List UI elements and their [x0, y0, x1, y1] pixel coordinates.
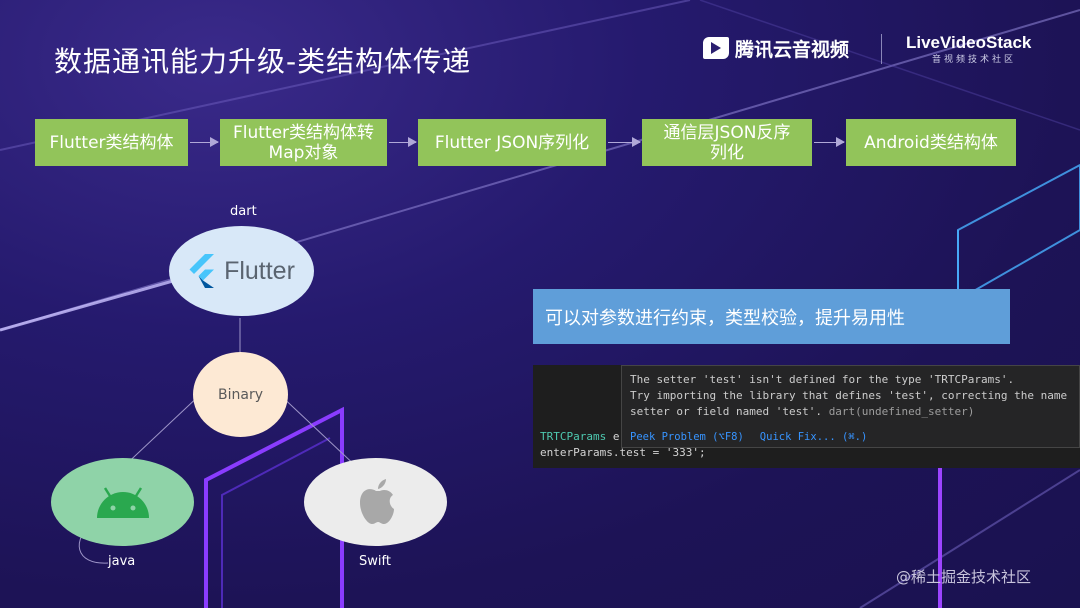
tencent-brand: 腾讯云音视频: [703, 34, 849, 62]
watermark: @稀土掘金技术社区: [896, 568, 1032, 586]
slide-title: 数据通讯能力升级-类结构体传递: [54, 45, 472, 78]
error-tooltip: The setter 'test' isn't defined for the …: [621, 365, 1080, 448]
code-type-token: TRTCParams: [540, 430, 607, 443]
quick-fix-link[interactable]: Quick Fix... (⌘.): [759, 431, 868, 443]
tooltip-actions: Peek Problem (⌥F8) Quick Fix... (⌘.): [630, 429, 1071, 445]
callout-box: 可以对参数进行约束，类型校验，提升易用性: [533, 289, 1010, 344]
brand-secondary-text: LiveVideoStack: [906, 33, 1032, 52]
brand-divider: [881, 34, 882, 64]
flow-step-5: Android类结构体: [846, 119, 1016, 166]
code-line-1-rest: e: [606, 430, 620, 443]
tooltip-rule-code: dart(undefined_setter): [828, 405, 975, 418]
flow-arrow-2: [389, 137, 417, 147]
java-label: java: [108, 554, 136, 569]
flutter-logo-icon: [189, 254, 215, 288]
tooltip-line-2: Try importing the library that defines '…: [630, 389, 1068, 402]
flow-step-3: Flutter JSON序列化: [418, 119, 606, 166]
android-icon: [96, 487, 149, 518]
code-line-1: TRTCParams e: [540, 430, 619, 443]
flutter-oval: Flutter: [169, 226, 314, 316]
tencent-logo-icon: [703, 37, 729, 59]
brand-secondary-sub: 音视频技术社区: [932, 55, 1017, 65]
flow-arrow-1: [190, 137, 219, 147]
apple-icon: [359, 479, 394, 524]
flow-step-1: Flutter类结构体: [35, 119, 188, 166]
flutter-logo-text: Flutter: [224, 256, 295, 285]
flow-arrow-4: [814, 137, 845, 147]
swift-oval: [304, 458, 447, 546]
android-oval: [51, 458, 194, 546]
binary-oval: Binary: [193, 352, 288, 437]
flow-step-2: Flutter类结构体转Map对象: [220, 119, 387, 166]
dart-label: dart: [230, 204, 257, 219]
flow-step-4: 通信层JSON反序列化: [642, 119, 812, 166]
flow-arrow-3: [608, 137, 641, 147]
tooltip-line-3: setter or field named 'test'. dart(undef…: [630, 404, 1071, 420]
code-line-2: enterParams.test = '333';: [540, 446, 706, 459]
tooltip-line-3-text: setter or field named 'test'.: [630, 405, 829, 418]
swift-label: Swift: [359, 554, 391, 569]
brand-primary-text: 腾讯云音视频: [735, 38, 850, 61]
tooltip-line-1: The setter 'test' isn't defined for the …: [630, 373, 1015, 386]
peek-problem-link[interactable]: Peek Problem (⌥F8): [630, 431, 744, 443]
